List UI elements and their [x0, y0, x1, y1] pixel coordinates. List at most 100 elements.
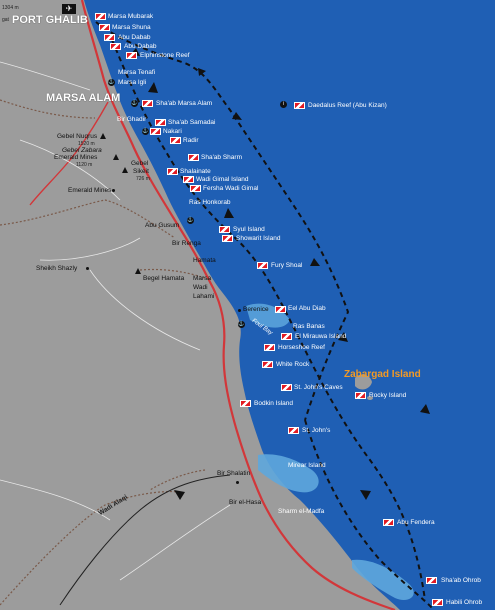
dive-site-label: Horseshoe Reef — [278, 344, 325, 351]
dive-flag-icon — [262, 361, 273, 368]
dive-site-label: Bodkin Island — [254, 400, 294, 407]
dive-site-label: Fury Shoal — [271, 262, 303, 269]
dive-flag-icon — [222, 235, 233, 242]
dive-site-label: St. John's — [302, 427, 331, 434]
dive-site-label: Sha'ab Ohrob — [441, 577, 481, 584]
dive-flag-icon — [104, 34, 115, 41]
anchor-icon: ⚓ — [131, 100, 138, 107]
location-dot-icon — [238, 309, 241, 312]
dive-site-label: St. John's Caves — [294, 384, 343, 391]
land-label: Bir el-Hasa — [229, 499, 262, 506]
land-label: Abu Gusum — [145, 222, 180, 229]
land-label: Lahami — [193, 293, 215, 300]
dive-site-label: Rocky Island — [369, 392, 407, 399]
dive-site-label: Wadi Gimal Island — [196, 176, 249, 183]
dive-flag-icon — [95, 13, 106, 20]
dive-flag-icon — [275, 306, 286, 313]
dive-site-label: Habili Ohrob — [446, 599, 483, 606]
red-sea — [84, 0, 495, 610]
boat-route — [95, 21, 350, 421]
minor-roads — [0, 61, 231, 581]
dive-flag-icon — [432, 599, 443, 606]
location-dot-icon — [236, 481, 239, 484]
route-arrow-icon — [198, 68, 206, 76]
dive-site-label: Radir — [183, 137, 199, 144]
shallow-reef-area — [258, 454, 319, 493]
land-label: Emerald Mines — [54, 154, 98, 161]
route-arrow-icon — [420, 404, 430, 414]
dive-flag-icon — [183, 176, 194, 183]
dive-site-label: Sha'ab Sharm — [201, 154, 242, 161]
dive-flag-icon — [142, 100, 153, 107]
dive-flag-icon — [288, 427, 299, 434]
elevation-label: 1120 m — [76, 162, 93, 168]
anchor-icon: ⚓ — [187, 217, 194, 224]
dive-site-label: Syul Island — [233, 226, 265, 233]
inland-road — [29, 101, 109, 206]
town-port-ghalib: PORT GHALIB — [12, 14, 88, 26]
land-label: Sheikh Shazly — [36, 265, 78, 272]
dive-flag-icon — [188, 154, 199, 161]
airport-icon: ✈ — [62, 4, 76, 14]
wadi-line — [59, 474, 231, 606]
dive-site-label: Elphinstone Reef — [140, 52, 190, 59]
dive-flag-icon — [355, 392, 366, 399]
dive-flag-icon — [264, 344, 275, 351]
route-arrow-icon — [360, 490, 371, 500]
dive-site-label: El Mirauwa Island — [295, 333, 347, 340]
dive-site-label: Daedalus Reef (Abu Kizan) — [308, 102, 387, 109]
dive-flag-icon — [110, 43, 121, 50]
dive-site-label: White Rock — [276, 361, 310, 368]
land-label: Emerald Mines — [68, 187, 112, 194]
route-arrow-icon — [174, 490, 185, 500]
dive-site-label: Fersha Wadi Gimal — [203, 185, 259, 192]
anchor-icon: ⚓ — [238, 321, 245, 328]
dive-site-label: Shalainate — [180, 168, 211, 175]
land-label: Gebel — [131, 160, 149, 167]
land-label: Gebel Nuqrus — [57, 133, 98, 140]
route-arrow-icon — [338, 332, 348, 342]
dive-site-label: Eel Abu Diab — [288, 305, 326, 312]
dive-flag-icon — [219, 226, 230, 233]
dive-flag-icon — [281, 384, 292, 391]
dive-site-label: Ras Banas — [293, 323, 325, 330]
dive-site-label: Showarit Island — [236, 235, 281, 242]
land-label: Marsa — [193, 275, 212, 282]
land-label: Begel Hamata — [143, 275, 185, 282]
dive-site-label: Marsa Tenafi — [118, 69, 156, 76]
dive-site-label: Marsa Mubarak — [108, 13, 154, 20]
dive-flag-icon — [126, 52, 137, 59]
dive-flag-icon — [170, 137, 181, 144]
lighthouse-icon: i — [280, 101, 287, 108]
dive-flag-icon — [167, 168, 178, 175]
zabargad-island-shape — [355, 374, 372, 390]
zabargad-island-label: Zabargad Island — [344, 369, 421, 380]
dive-site-label: Ras Honkorab — [189, 199, 231, 206]
route-arrow-icon — [148, 82, 158, 93]
dive-flag-icon — [257, 262, 268, 269]
dive-site-label: Abu Dabab — [118, 34, 151, 41]
dive-flag-icon — [383, 519, 394, 526]
shallow-reef-area — [352, 559, 414, 601]
elevation-label: 1304 m — [2, 5, 19, 11]
dive-site-label: Sha'ab Samadai — [168, 119, 216, 126]
land-label: Wadi — [193, 284, 208, 291]
route-arrow-icon — [232, 112, 242, 120]
dive-site-label: Marsa Shuna — [112, 24, 151, 31]
boat-route — [304, 419, 433, 609]
land-label: Bir Renga — [172, 240, 201, 247]
elevation-label: 1520 m — [78, 141, 95, 147]
peak-icon — [113, 154, 119, 160]
rocky-island-shape — [367, 396, 373, 400]
dive-site-label: Marsa Igli — [118, 79, 147, 86]
dive-site-label: Sharm el-Madfa — [278, 508, 325, 515]
location-dot-icon — [86, 267, 89, 270]
peak-icon — [135, 268, 141, 274]
dive-site-label: Abu Fendera — [397, 519, 435, 526]
land-label: Hamata — [193, 257, 216, 264]
coastal-road — [80, 0, 396, 610]
inland-track — [0, 99, 211, 606]
dive-flag-icon — [281, 333, 292, 340]
land-label: Bir Ghadir — [117, 116, 147, 123]
